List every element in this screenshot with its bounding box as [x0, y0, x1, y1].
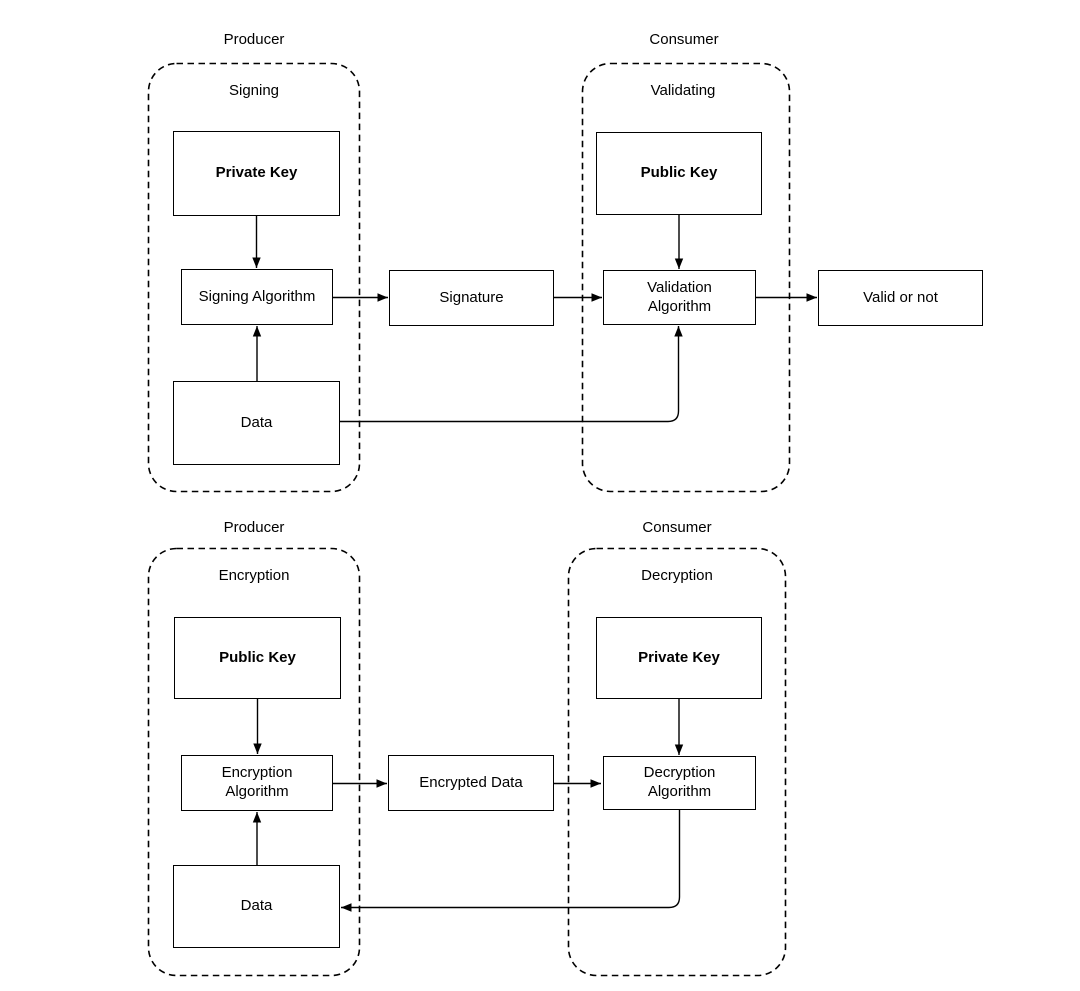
encryption-producer-title: Producer — [223, 519, 285, 536]
signature-box: Signature — [389, 270, 554, 326]
encrypted-data-box: Encrypted Data — [388, 755, 554, 811]
encryption-group-label: Encryption — [218, 567, 290, 584]
encryption-group-border — [147, 547, 361, 977]
signing-group-label: Signing — [228, 82, 280, 99]
validating-group-label: Validating — [650, 82, 716, 99]
decryption-algorithm-box: Decryption Algorithm — [603, 756, 756, 810]
public-key-box-encryption: Public Key — [174, 617, 341, 699]
encryption-consumer-title: Consumer — [642, 519, 712, 536]
data-box-signing: Data — [173, 381, 340, 465]
private-key-box-signing: Private Key — [173, 131, 340, 216]
signing-producer-title: Producer — [223, 31, 285, 48]
decryption-group-border — [567, 547, 787, 977]
decryption-group-label: Decryption — [641, 567, 713, 584]
connector-decryption-algorithm-to-data — [341, 810, 681, 912]
private-key-box-decryption: Private Key — [596, 617, 762, 699]
signing-group-border — [147, 62, 361, 493]
encryption-algorithm-box: Encryption Algorithm — [181, 755, 333, 811]
validation-algorithm-box: Validation Algorithm — [603, 270, 756, 325]
validating-group-border — [581, 62, 791, 493]
connector-data-to-validation-algorithm — [340, 326, 683, 423]
valid-or-not-box: Valid or not — [818, 270, 983, 326]
signing-consumer-title: Consumer — [649, 31, 719, 48]
public-key-box-validating: Public Key — [596, 132, 762, 215]
signing-algorithm-box: Signing Algorithm — [181, 269, 333, 325]
data-box-encryption: Data — [173, 865, 340, 948]
